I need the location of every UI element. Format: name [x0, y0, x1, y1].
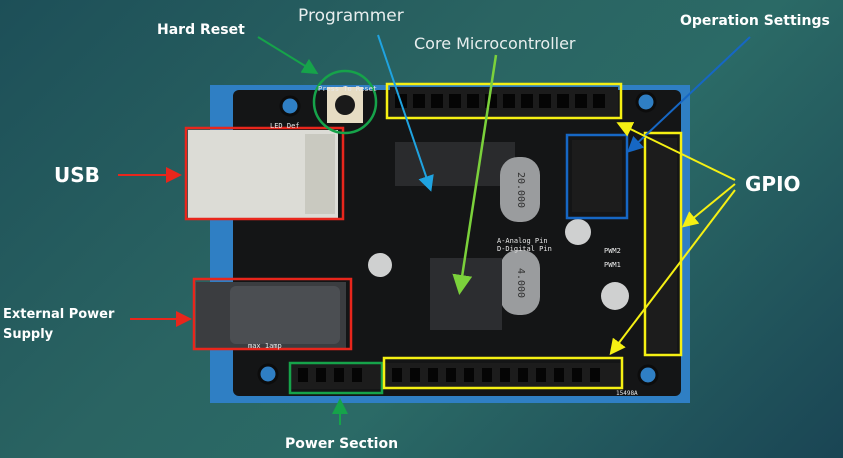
programmer-arrow — [377, 34, 434, 192]
silk-pwm1: PWM1 — [604, 261, 621, 269]
silk-led-def: LED Def — [270, 122, 300, 130]
mounting-hole — [279, 95, 301, 117]
jumper-block — [572, 140, 622, 212]
label-gpio: GPIO — [745, 172, 801, 196]
gpio-arrow-right — [681, 183, 736, 228]
gpio-bottom-highlight-box — [382, 356, 624, 390]
silk-analog: A-Analog Pin — [497, 237, 548, 245]
silk-max-amp: max 1amp — [248, 342, 282, 350]
operation-arrow — [627, 36, 751, 153]
power-section-highlight-box — [288, 361, 384, 395]
label-hard-reset: Hard Reset — [157, 22, 245, 38]
core-arrow — [452, 54, 498, 295]
usb-highlight-box — [184, 126, 345, 221]
reset-highlight-circle — [312, 69, 378, 135]
silk-crystal-2: 4.000 — [515, 268, 526, 298]
crystal — [500, 157, 540, 222]
gpio-arrow-bottom — [609, 189, 736, 356]
power-highlight-box — [192, 277, 353, 351]
label-external-power-line1: External Power — [3, 307, 115, 322]
label-programmer: Programmer — [298, 6, 404, 26]
mounting-hole — [635, 91, 657, 113]
crystal — [500, 250, 540, 315]
mounting-hole — [257, 363, 279, 385]
label-power-section: Power Section — [285, 436, 399, 452]
silk-digital: D-Digital Pin — [497, 245, 552, 253]
silk-reset: Press To Reset — [318, 85, 377, 93]
programmer-chip — [395, 142, 515, 186]
capacitor — [565, 219, 591, 245]
label-external-power-line2: Supply — [3, 327, 54, 342]
capacitor — [368, 253, 392, 277]
label-usb: USB — [54, 163, 100, 187]
operation-settings-highlight-box — [565, 133, 629, 220]
silk-board-code: 15498A — [616, 390, 638, 397]
core-mcu-chip — [430, 258, 502, 330]
label-core-microcontroller: Core Microcontroller — [414, 34, 576, 53]
gpio-right-highlight-box — [643, 131, 683, 357]
silk-pwm2: PWM2 — [604, 247, 621, 255]
label-operation-settings: Operation Settings — [680, 13, 830, 29]
mounting-hole — [637, 364, 659, 386]
capacitor — [601, 282, 629, 310]
reset-arrow — [257, 36, 319, 75]
silk-crystal-1: 20.000 — [515, 172, 526, 208]
gpio-top-highlight-box — [385, 82, 623, 120]
right-header — [647, 138, 677, 352]
gpio-arrow-top — [616, 122, 736, 181]
